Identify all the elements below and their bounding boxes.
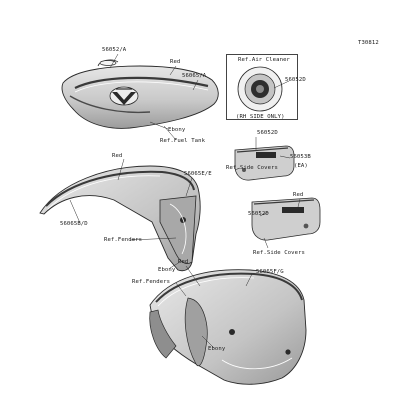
side-cover-ref-2-label: Ref.Side Covers	[253, 250, 306, 256]
side-cover-part-2-label: 56053B	[290, 154, 311, 160]
air-cleaner-ref-box	[226, 54, 298, 120]
front-fender	[39, 165, 201, 272]
front-fender-part-1-label: 56065E/E	[184, 171, 212, 177]
side-cover-badge-icon	[282, 207, 304, 213]
side-cover-badge-icon	[256, 152, 276, 158]
rear-fender-ref-label: Ref.Fenders	[132, 279, 171, 285]
front-fender-ref-label: Ref.Fenders	[104, 237, 143, 243]
side-cover-ref-1-label: Ref.Side Covers	[226, 165, 279, 171]
front-fender-part-2-label: 56065B/D	[60, 221, 88, 227]
fuel-tank-red-label: Red	[170, 59, 181, 65]
side-cover-qty-label: (EA)	[294, 163, 308, 169]
side-cover-part-1-label: 56052D	[257, 130, 278, 136]
fuel-tank-ebony-label: Ebony	[168, 127, 186, 133]
front-fender-ebony-label: Ebony	[158, 267, 176, 273]
fuel-tank-ref-label: Ref.Fuel Tank	[160, 138, 206, 144]
air-cleaner-note-label: (RH SIDE ONLY)	[236, 114, 285, 120]
fuel-tank	[61, 59, 219, 129]
fuel-tank-part-2-label: 56065/A	[182, 73, 207, 79]
side-cover-lower	[251, 197, 321, 241]
rear-fender-ebony-label: Ebony	[208, 346, 226, 352]
rear-fender	[149, 269, 307, 385]
diagram-id: T30812	[358, 40, 379, 46]
v-emblem-icon	[109, 86, 139, 106]
rear-fender-red-label: Red	[178, 259, 189, 265]
rear-fender-part-label: 56065F/G	[256, 269, 284, 275]
side-cover-part-3-label: 56052D	[248, 211, 269, 217]
side-cover-red-label: Red	[293, 192, 304, 198]
air-cleaner-ref-label: Ref.Air Cleaner	[238, 57, 291, 63]
air-cleaner-emblem-icon	[237, 66, 283, 112]
air-cleaner-part-label: 56052D	[285, 77, 306, 83]
front-fender-red-label: Red	[112, 153, 123, 159]
side-cover-upper	[234, 145, 295, 181]
fuel-tank-part-label: 56052/A	[102, 47, 127, 53]
